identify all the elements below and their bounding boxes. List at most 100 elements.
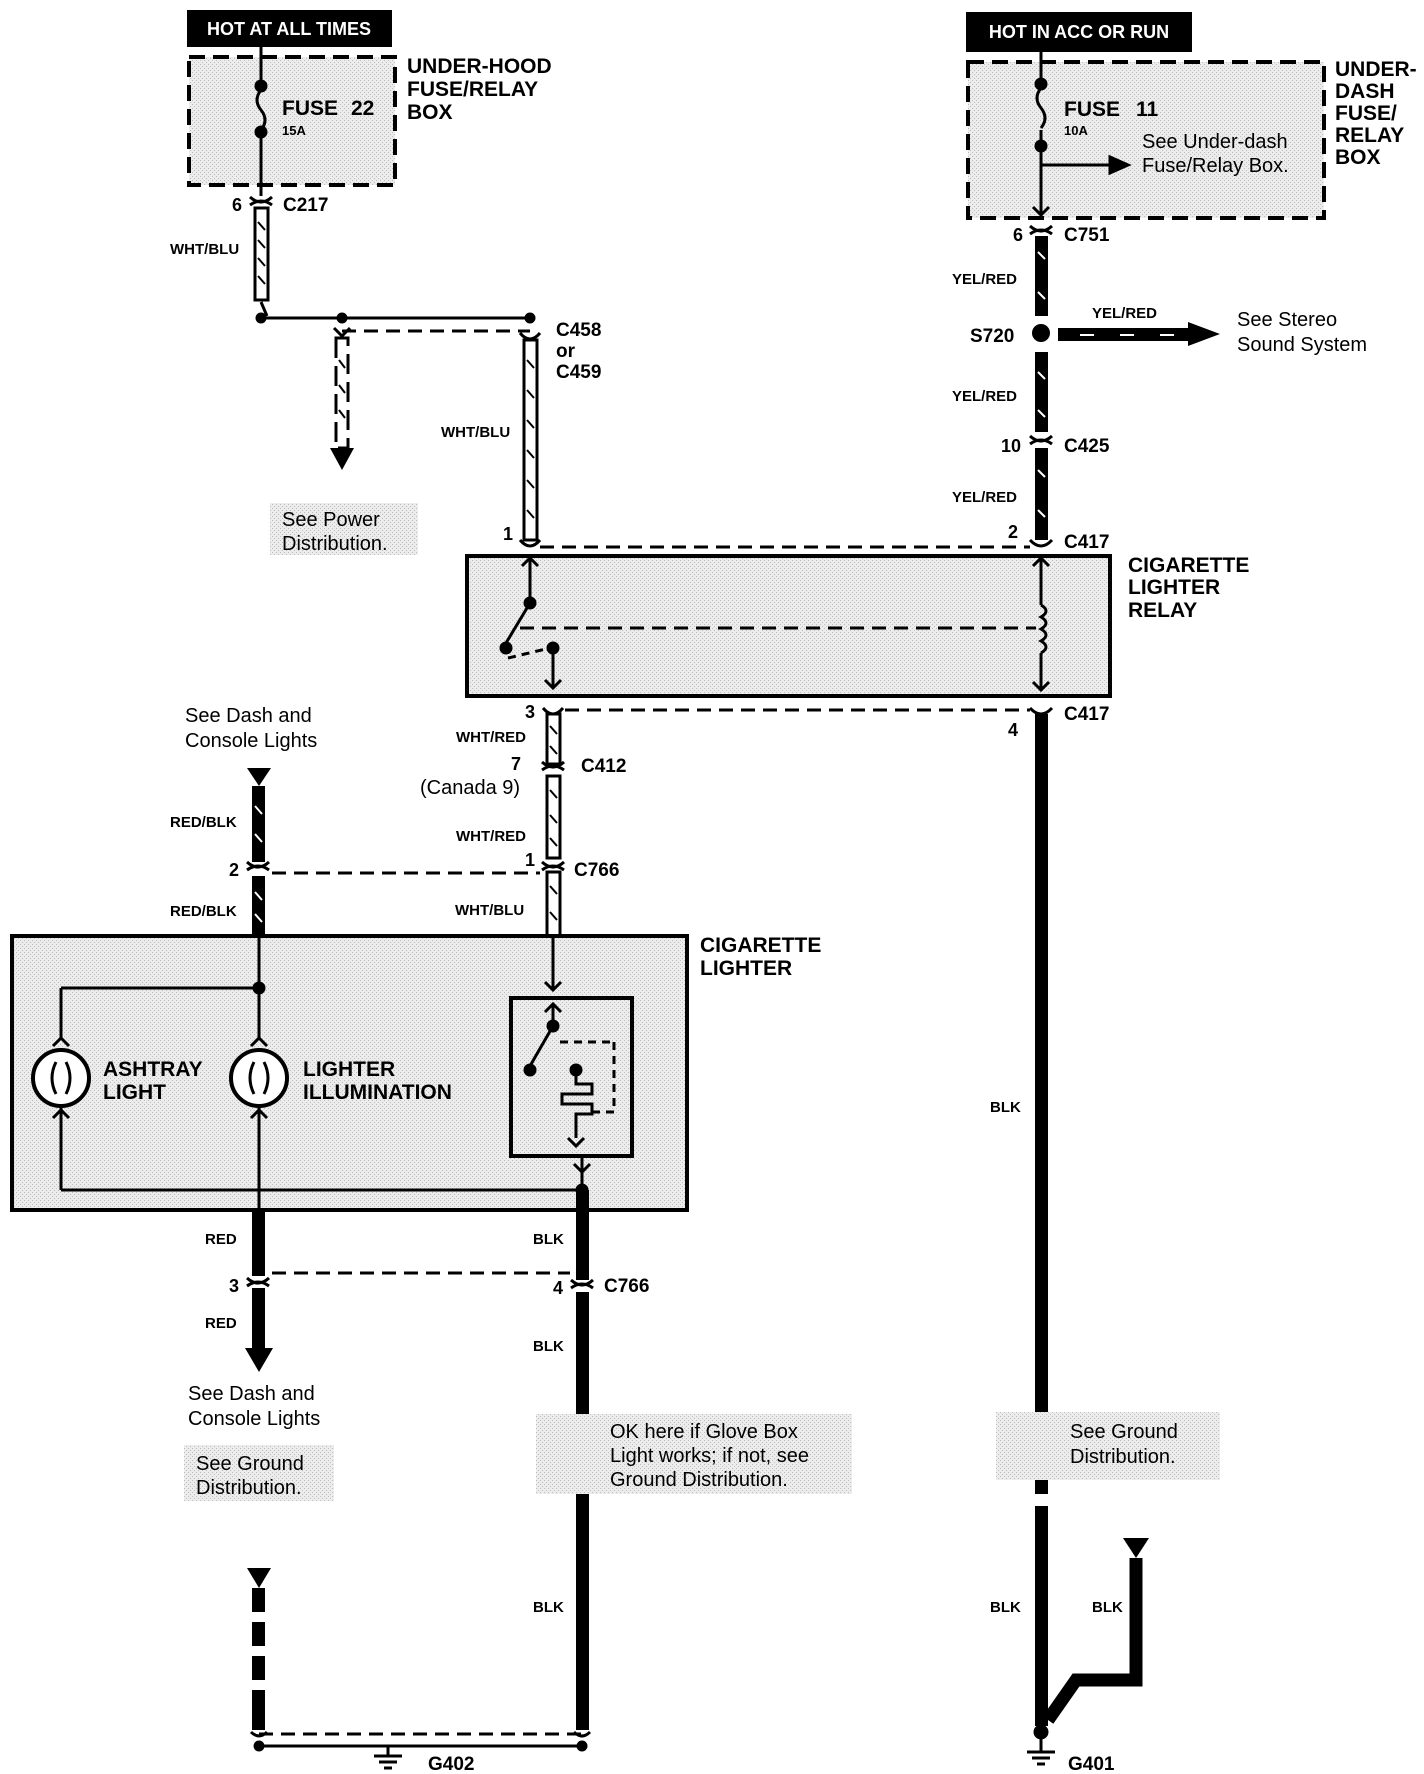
- g401-label: G401: [1068, 1754, 1115, 1774]
- c425-connector: 10 C425: [1001, 434, 1110, 457]
- svg-text:RED: RED: [205, 1315, 237, 1332]
- svg-text:FUSE: FUSE: [282, 97, 338, 120]
- svg-text:See Dash and: See Dash and: [185, 705, 312, 727]
- svg-text:Distribution.: Distribution.: [196, 1477, 302, 1499]
- wire-red-blk: RED/BLK RED/BLK: [170, 786, 265, 936]
- svg-text:ASHTRAY: ASHTRAY: [103, 1058, 203, 1081]
- svg-text:4: 4: [553, 1278, 563, 1298]
- svg-text:11: 11: [1136, 98, 1159, 121]
- svg-text:UNDER-: UNDER-: [1335, 58, 1417, 81]
- svg-text:FUSE/RELAY: FUSE/RELAY: [407, 78, 538, 101]
- svg-text:CIGARETTE: CIGARETTE: [1128, 554, 1249, 577]
- svg-text:WHT/RED: WHT/RED: [456, 828, 526, 845]
- branch-power-distribution: See Power Distribution.: [270, 326, 418, 555]
- svg-text:6: 6: [232, 195, 242, 215]
- wire-wht-blu-to-relay: WHT/BLU 1: [441, 338, 542, 548]
- c766-top-connector: 1 C766 2: [229, 850, 619, 881]
- lighter-element-box: [509, 996, 634, 1190]
- svg-text:10A: 10A: [1064, 123, 1088, 138]
- svg-text:BLK: BLK: [1092, 1599, 1123, 1616]
- relay-switch-symbol: [499, 555, 1036, 691]
- svg-text:See Ground: See Ground: [196, 1453, 304, 1475]
- wire-yel-red-lower: YEL/RED 2 C417: [952, 448, 1109, 553]
- wire-blk-right-return: BLK: [1042, 1538, 1149, 1724]
- svg-text:RELAY: RELAY: [1128, 599, 1197, 622]
- c412-connector: 7 C412 (Canada 9): [420, 754, 626, 799]
- g402-ground: [249, 1730, 592, 1770]
- svg-text:Console Lights: Console Lights: [188, 1408, 320, 1430]
- svg-text:C751: C751: [1064, 225, 1110, 246]
- fuse-22-symbol: [254, 47, 268, 196]
- svg-text:C217: C217: [283, 195, 328, 216]
- svg-text:BLK: BLK: [533, 1599, 564, 1616]
- wire-blk-relay-ground: BLK BLK: [990, 714, 1048, 1726]
- svg-text:LIGHT: LIGHT: [103, 1081, 166, 1104]
- svg-text:10: 10: [1001, 436, 1021, 456]
- splice-bus-wht-blu: [255, 301, 536, 333]
- svg-text:WHT/BLU: WHT/BLU: [170, 241, 239, 258]
- svg-text:3: 3: [229, 1276, 239, 1296]
- svg-text:HOT AT ALL TIMES: HOT AT ALL TIMES: [207, 19, 371, 39]
- svg-text:RELAY: RELAY: [1335, 124, 1404, 147]
- svg-text:Light works; if not, see: Light works; if not, see: [610, 1445, 809, 1467]
- svg-text:(Canada 9): (Canada 9): [420, 777, 520, 799]
- wire-red: RED 3 RED: [205, 1210, 273, 1372]
- svg-text:FUSE: FUSE: [1064, 98, 1120, 121]
- svg-text:4: 4: [1008, 720, 1018, 740]
- svg-text:See Stereo: See Stereo: [1237, 309, 1337, 331]
- svg-text:1: 1: [503, 524, 513, 544]
- ashtray-light-bulb: ASHTRAY LIGHT: [31, 1048, 203, 1108]
- dash-console-top-note: See Dash and Console Lights: [185, 705, 317, 786]
- svg-text:CIGARETTE: CIGARETTE: [700, 934, 821, 957]
- svg-text:LIGHTER: LIGHTER: [1128, 576, 1220, 599]
- under-hood-fuse-box: UNDER-HOOD FUSE/RELAY BOX FUSE 22 15A: [187, 55, 552, 187]
- svg-text:See Dash and: See Dash and: [188, 1383, 315, 1405]
- svg-text:BLK: BLK: [990, 1599, 1021, 1616]
- svg-text:C412: C412: [581, 756, 626, 777]
- svg-text:OK here if Glove Box: OK here if Glove Box: [610, 1421, 798, 1443]
- svg-text:WHT/BLU: WHT/BLU: [441, 424, 510, 441]
- svg-text:YEL/RED: YEL/RED: [1092, 305, 1157, 322]
- svg-text:C766: C766: [574, 860, 619, 881]
- svg-text:Distribution.: Distribution.: [282, 533, 388, 555]
- svg-text:C459: C459: [556, 362, 601, 383]
- svg-text:22: 22: [351, 97, 374, 120]
- svg-text:YEL/RED: YEL/RED: [952, 388, 1017, 405]
- svg-text:LIGHTER: LIGHTER: [303, 1058, 395, 1081]
- c458-c459-connector: C458 or C459: [518, 320, 601, 383]
- svg-text:RED/BLK: RED/BLK: [170, 903, 237, 920]
- svg-text:ILLUMINATION: ILLUMINATION: [303, 1081, 452, 1104]
- dash-console-bottom-note: See Dash and Console Lights: [188, 1383, 320, 1430]
- svg-text:See Under-dash: See Under-dash: [1142, 131, 1288, 153]
- svg-text:Fuse/Relay Box.: Fuse/Relay Box.: [1142, 155, 1289, 177]
- svg-text:2: 2: [1008, 522, 1018, 542]
- svg-text:LIGHTER: LIGHTER: [700, 957, 792, 980]
- wire-yel-red-middle: YEL/RED: [952, 352, 1048, 432]
- svg-text:BLK: BLK: [533, 1338, 564, 1355]
- g402-label: G402: [428, 1754, 474, 1774]
- c751-connector: 6 C751: [1013, 224, 1110, 246]
- lighter-internal-wiring: [51, 936, 589, 1210]
- svg-text:1: 1: [525, 850, 535, 870]
- svg-text:BLK: BLK: [990, 1099, 1021, 1116]
- svg-text:2: 2: [229, 860, 239, 880]
- svg-text:6: 6: [1013, 225, 1023, 245]
- wire-wht-blu-upper: WHT/BLU: [170, 206, 270, 302]
- cigarette-lighter-relay: CIGARETTE LIGHTER RELAY: [465, 554, 1249, 698]
- svg-text:C417: C417: [1064, 704, 1109, 725]
- relay-coil-symbol: [1031, 555, 1051, 693]
- svg-text:7: 7: [511, 754, 521, 774]
- svg-text:HOT IN ACC OR RUN: HOT IN ACC OR RUN: [989, 22, 1169, 42]
- fuse-11-symbol: [1031, 52, 1132, 218]
- svg-text:BLK: BLK: [533, 1231, 564, 1248]
- c417-bottom-pins: 3 4 C417: [525, 702, 1109, 740]
- svg-text:C425: C425: [1064, 436, 1110, 457]
- svg-text:WHT/BLU: WHT/BLU: [455, 902, 524, 919]
- svg-text:Console Lights: Console Lights: [185, 730, 317, 752]
- svg-text:Distribution.: Distribution.: [1070, 1446, 1176, 1468]
- svg-text:UNDER-HOOD: UNDER-HOOD: [407, 55, 552, 78]
- svg-text:15A: 15A: [282, 123, 306, 138]
- svg-text:DASH: DASH: [1335, 80, 1395, 103]
- ground-left-note: See Ground Distribution.: [184, 1445, 334, 1501]
